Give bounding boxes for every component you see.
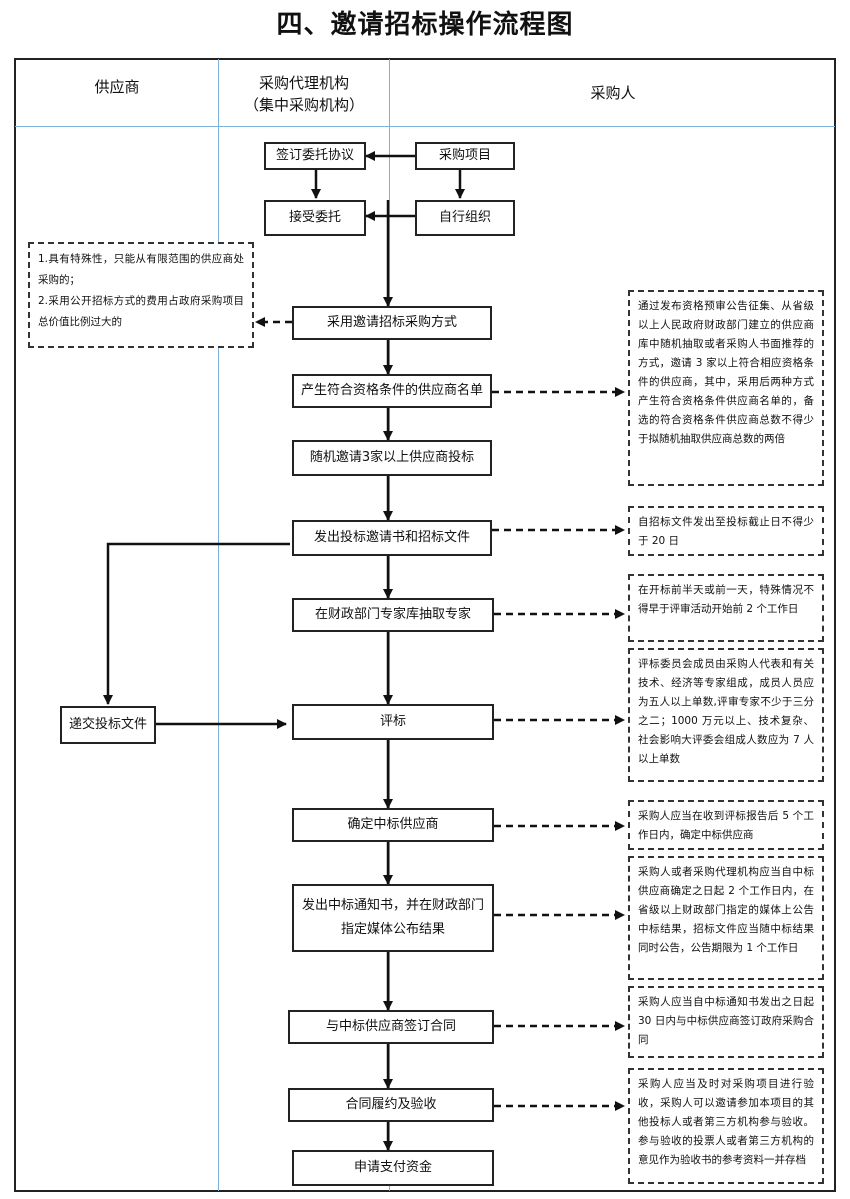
column-header-purchaser: 采购人: [590, 84, 636, 102]
box-purchase-project: 采购项目: [415, 142, 515, 170]
note-qualified-suppliers: 通过发布资格预审公告征集、从省级以上人民政府财政部门建立的供应商库中随机抽取或者…: [628, 290, 824, 486]
box-publish-notice-line2: 指定媒体公布结果: [340, 922, 445, 937]
box-performance: 合同履约及验收: [288, 1088, 494, 1122]
column-header-agency-line2: （集中采购机构）: [243, 96, 364, 114]
box-draw-experts: 在财政部门专家库抽取专家: [292, 598, 494, 632]
page-title: 四、邀请招标操作流程图: [276, 10, 574, 40]
box-random-invite: 随机邀请3家以上供应商投标: [292, 440, 492, 476]
note-expert-timing: 在开标前半天或前一天，特殊情况不得早于评审活动开始前 2 个工作日: [628, 574, 824, 642]
box-sign-contract: 与中标供应商签订合同: [288, 1010, 494, 1044]
flowchart-frame: [14, 58, 836, 1192]
box-accept-entrust: 接受委托: [264, 200, 366, 236]
box-payment: 申请支付资金: [292, 1150, 494, 1186]
box-sign-agreement: 签订委托协议: [264, 142, 366, 170]
note-winner-deadline: 采购人应当在收到评标报告后 5 个工作日内，确定中标供应商: [628, 800, 824, 850]
note-bid-deadline: 自招标文件发出至投标截止日不得少于 20 日: [628, 506, 824, 556]
box-publish-notice: 发出中标通知书，并在财政部门 指定媒体公布结果: [292, 884, 494, 952]
lane-divider-left: [218, 59, 219, 1191]
column-header-supplier: 供应商: [94, 78, 140, 96]
column-header-agency-line1: 采购代理机构: [258, 74, 349, 92]
arrow-issue-to-submit: [103, 542, 290, 705]
note-special-conditions: 1.具有特殊性，只能从有限范围的供应商处采购的； 2.采用公开招标方式的费用占政…: [28, 242, 254, 348]
note-announcement: 采购人或者采购代理机构应当自中标供应商确定之日起 2 个工作日内，在省级以上财政…: [628, 856, 824, 980]
box-submit-bid: 递交投标文件: [60, 706, 156, 744]
box-evaluation: 评标: [292, 704, 494, 740]
column-header-agency: 采购代理机构 （集中采购机构）: [220, 72, 388, 116]
box-determine-winner: 确定中标供应商: [292, 808, 494, 842]
box-self-organize: 自行组织: [415, 200, 515, 236]
box-issue-invitation: 发出投标邀请书和招标文件: [292, 520, 492, 556]
box-qualified-list: 产生符合资格条件的供应商名单: [292, 374, 492, 408]
box-invite-method: 采用邀请招标采购方式: [292, 306, 492, 340]
box-publish-notice-line1: 发出中标通知书，并在财政部门: [301, 898, 484, 913]
note-committee-composition: 评标委员会成员由采购人代表和有关技术、经济等专家组成，成员人员应为五人以上单数,…: [628, 648, 824, 782]
header-divider: [15, 126, 835, 127]
note-acceptance: 采购人应当及时对采购项目进行验收，采购人可以邀请参加本项目的其他投标人或者第三方…: [628, 1068, 824, 1184]
note-contract-deadline: 采购人应当自中标通知书发出之日起 30 日内与中标供应商签订政府采购合同: [628, 986, 824, 1058]
